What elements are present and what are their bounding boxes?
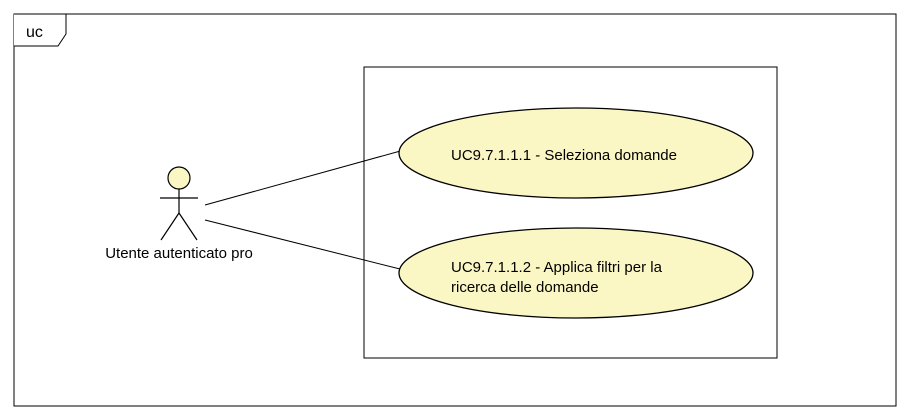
frame-label: uc bbox=[26, 24, 43, 41]
actor-stick-figure bbox=[160, 166, 198, 241]
association-line-2 bbox=[204, 219, 405, 271]
association-line-1 bbox=[204, 149, 405, 206]
actor-head bbox=[167, 166, 191, 190]
use-case-1-ellipse bbox=[398, 107, 754, 199]
actor-name: Utente autenticato pro bbox=[105, 245, 253, 262]
use-case-1-label: UC9.7.1.1.1 - Seleziona domande bbox=[451, 147, 677, 164]
use-case-2-label-line-1: UC9.7.1.1.2 - Applica filtri per la bbox=[451, 259, 663, 276]
actor-right-leg bbox=[178, 212, 198, 241]
actor-left-leg bbox=[160, 212, 180, 241]
use-case-2-ellipse bbox=[398, 227, 754, 319]
frame-tab bbox=[14, 13, 67, 47]
use-case-2-label-line-2: ricerca delle domande bbox=[451, 279, 599, 296]
